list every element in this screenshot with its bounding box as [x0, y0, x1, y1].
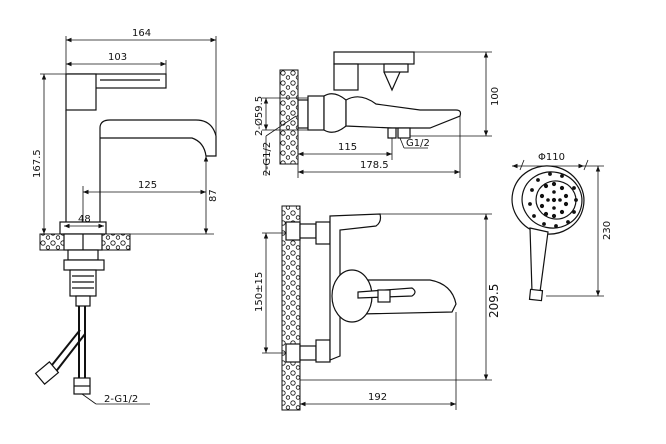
dim-basin-width-total: 164	[132, 28, 151, 39]
dim-shower-head-diameter: Φ110	[538, 152, 565, 163]
bath-mixer-side-view: 100 2-Ø59.5 2-G1/2 115 G1/2 178.5	[253, 51, 501, 178]
dim-bath-outlet-thread: G1/2	[406, 138, 430, 149]
dim-bath-front-height: 209.5	[487, 284, 501, 318]
shower-handle	[529, 227, 549, 293]
dim-basin-base-diameter: 48	[78, 214, 91, 225]
dim-bath-total-depth: 178.5	[360, 160, 389, 171]
dim-bath-pipe-diameter: 2-Ø59.5	[253, 96, 265, 136]
basin-spout	[65, 110, 217, 227]
dim-bath-inlet-thread: 2-G1/2	[262, 142, 273, 176]
hand-shower-view: Φ110 230	[511, 152, 613, 302]
basin-mixer-view: 164 103 167.5 125 87 48 2-G1/2	[32, 28, 219, 405]
dim-bath-spout-reach: 115	[338, 142, 357, 153]
bath-mixer-front-view: 150±15 209.5 192	[254, 205, 501, 411]
dim-basin-spout-height: 87	[208, 189, 219, 202]
bath-side-handle	[333, 51, 415, 65]
dim-basin-spout-projection: 125	[138, 180, 157, 191]
dim-shower-length: 230	[602, 221, 613, 240]
dim-basin-height: 167.5	[32, 149, 43, 178]
bath-side-wall	[279, 69, 299, 165]
dim-bath-height: 100	[490, 87, 501, 106]
bath-side-spout	[345, 96, 462, 129]
dim-bath-centres: 150±15	[254, 272, 265, 312]
dim-bath-front-depth: 192	[368, 392, 387, 403]
dim-basin-hose-thread: 2-G1/2	[104, 394, 138, 405]
dim-basin-spout-reach: 103	[108, 52, 127, 63]
